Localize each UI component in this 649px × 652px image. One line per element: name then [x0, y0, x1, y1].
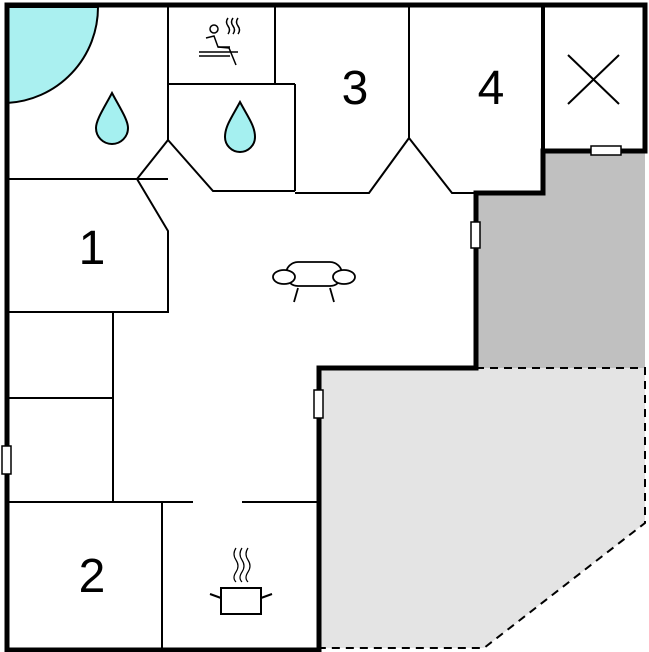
sofa-icon [272, 261, 356, 303]
open-terrace [319, 368, 645, 648]
room-label-4: 4 [478, 62, 505, 115]
sauna-icon [199, 17, 241, 66]
open-terrace-boundary [319, 367, 646, 649]
cross-icon [567, 54, 620, 105]
room-label-2: 2 [79, 550, 106, 603]
water-drop-icon [94, 90, 130, 145]
pool [6, 6, 100, 105]
interior-walls [7, 5, 476, 650]
cooking-pot-icon [209, 547, 273, 615]
covered-terrace [476, 151, 645, 368]
room-label-1: 1 [79, 222, 106, 275]
window-markers [1, 145, 622, 475]
water-drop-icon [223, 99, 257, 153]
room-label-3: 3 [342, 62, 369, 115]
